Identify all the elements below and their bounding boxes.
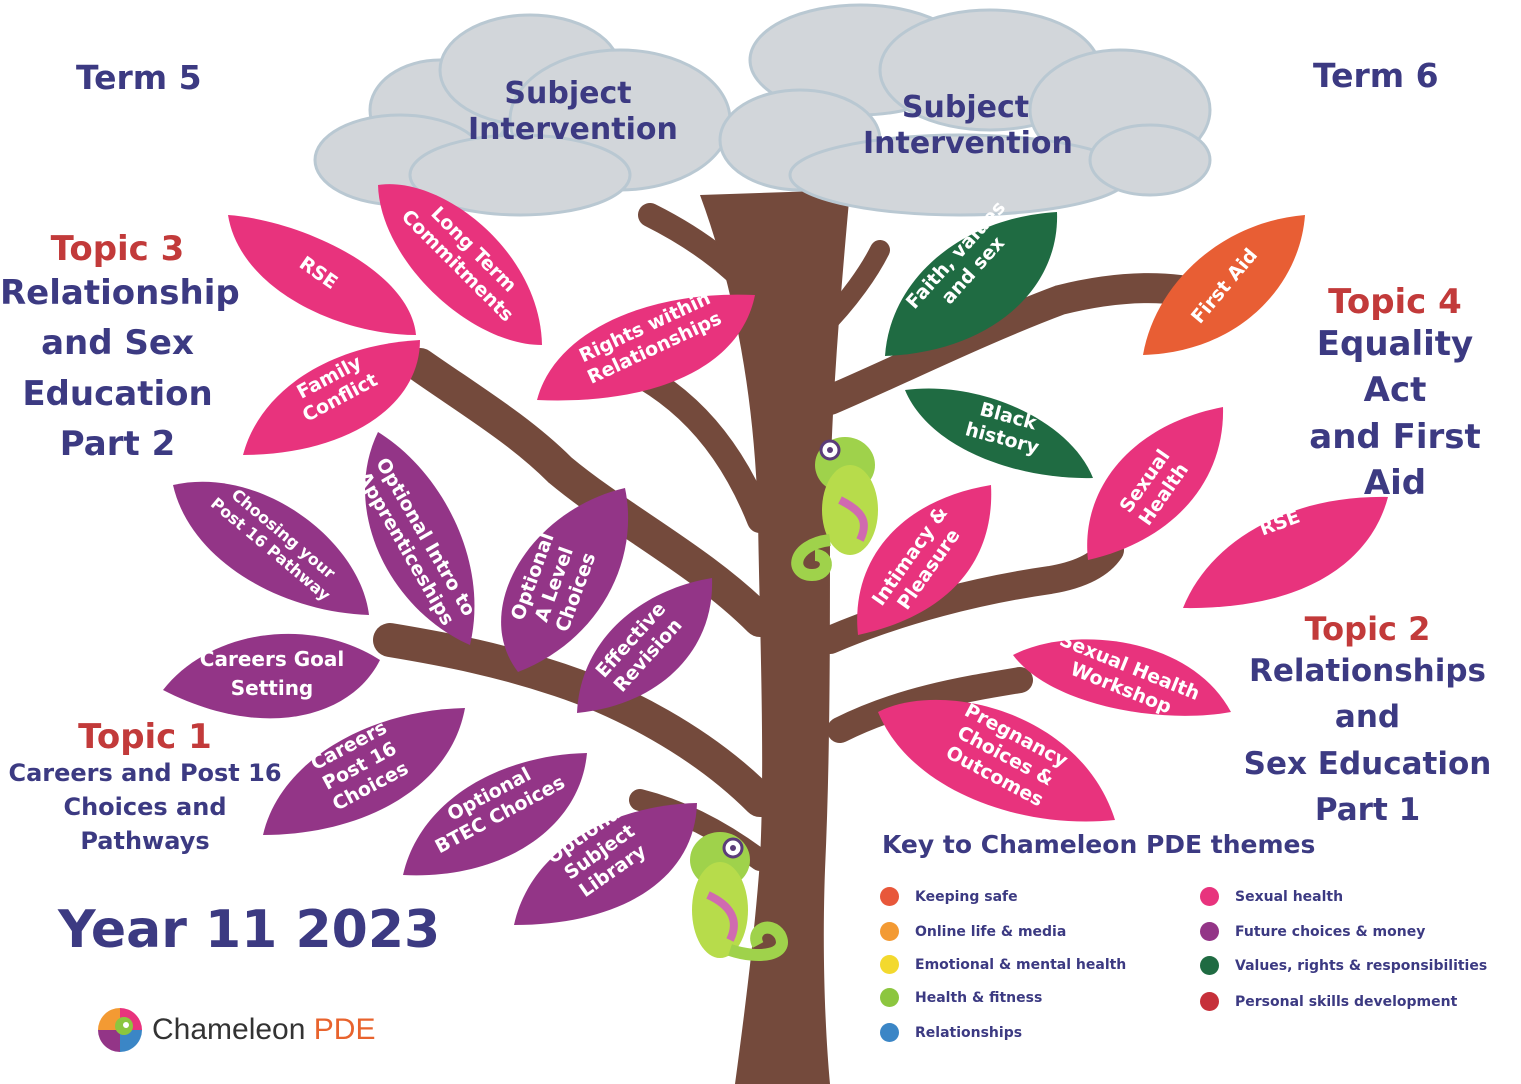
topic-4-number: Topic 4 xyxy=(1328,282,1462,322)
leaf-effective-revision xyxy=(577,578,713,713)
cloud-right-line2: Intervention xyxy=(863,126,1073,161)
term-5-heading: Term 5 xyxy=(76,58,202,97)
year-title: Year 11 2023 xyxy=(58,900,441,960)
leaf-faith-values-sex xyxy=(885,212,1058,356)
topic-2-line: Part 1 xyxy=(1314,792,1421,829)
emotional-health-swatch-icon xyxy=(880,955,899,974)
leaf-pregnancy-choices xyxy=(878,699,1115,822)
topic-3-label: Topic 3 Relationship and Sex Education P… xyxy=(0,229,240,469)
key-item: Health & fitness xyxy=(880,988,1042,1007)
chameleon-logo-icon xyxy=(98,1008,142,1052)
topic-1-line: Pathways xyxy=(80,827,210,856)
key-item-label: Relationships xyxy=(915,1024,1023,1041)
leaves xyxy=(163,184,1388,925)
key-item: Values, rights & responsibilities xyxy=(1200,956,1487,975)
sexual-health-swatch-icon xyxy=(1200,887,1219,906)
leaf-label: Careers Goal Setting xyxy=(199,647,345,700)
key-item: Future choices & money xyxy=(1200,922,1425,941)
leaf-choosing-post16 xyxy=(173,481,369,615)
tree-trunk xyxy=(700,190,850,1084)
topic-1-label: Topic 1 Careers and Post 16 Choices and … xyxy=(5,718,285,858)
leaf-rights-within-relationships xyxy=(537,294,755,401)
leaf-sexual-health xyxy=(1087,407,1224,560)
cloud-right-line1: Subject xyxy=(901,90,1030,125)
leaf-careers-post16 xyxy=(263,708,465,835)
leaf-first-aid xyxy=(1143,215,1305,355)
key-item: Keeping safe xyxy=(880,887,1018,906)
cloud-label-right: Subject Intervention xyxy=(863,90,1073,162)
values-rights-swatch-icon xyxy=(1200,956,1219,975)
leaf-optional-intro-apprenticeships xyxy=(365,432,475,645)
key-item-label: Online life & media xyxy=(915,923,1067,940)
key-item-label: Values, rights & responsibilities xyxy=(1235,957,1488,974)
key-item: Personal skills development xyxy=(1200,992,1457,1011)
topic-4-name: Equality Act and First Aid xyxy=(1280,321,1510,506)
keeping-safe-swatch-icon xyxy=(880,887,899,906)
topic-3-line: Relationship xyxy=(0,273,240,314)
logo-name: Chameleon xyxy=(152,1013,306,1046)
topic-1-number: Topic 1 xyxy=(78,717,212,757)
chameleon-lower xyxy=(690,832,788,961)
online-life-swatch-icon xyxy=(880,922,899,941)
topic-2-label: Topic 2 Relationships and Sex Education … xyxy=(1215,610,1520,834)
key-item-label: Personal skills development xyxy=(1235,993,1458,1010)
chameleon-upper xyxy=(791,437,878,582)
leaf-long-term-commitments xyxy=(378,184,542,345)
key-title: Key to Chameleon PDE themes xyxy=(882,830,1316,859)
leaf-optional-subject-library xyxy=(514,803,697,925)
leaf-optional-btec xyxy=(403,753,587,876)
leaf-careers-goal-setting xyxy=(163,633,380,719)
key-item-label: Emotional & mental health xyxy=(915,956,1127,973)
logo-accent: PDE xyxy=(313,1013,376,1046)
key-item: Relationships xyxy=(880,1023,1022,1042)
topic-2-name: Relationships and Sex Education Part 1 xyxy=(1215,648,1520,834)
cloud-left-line1: Subject xyxy=(504,76,632,111)
topic-2-line: Relationships and xyxy=(1248,652,1487,736)
topic-1-name: Careers and Post 16 Choices and Pathways xyxy=(5,756,285,858)
leaf-rse-left xyxy=(228,215,416,335)
leaf-black-history xyxy=(905,388,1093,479)
topic-3-line: Part 2 xyxy=(59,424,176,465)
topic-2-line: Sex Education xyxy=(1243,745,1492,782)
relationships-swatch-icon xyxy=(880,1023,899,1042)
topic-3-name: Relationship and Sex Education Part 2 xyxy=(0,268,240,469)
chameleon-pde-logo: Chameleon PDE xyxy=(94,1004,375,1056)
topic-3-number: Topic 3 xyxy=(50,229,185,269)
leaf-optional-a-level xyxy=(501,488,629,672)
term-6-heading: Term 6 xyxy=(1313,56,1439,95)
cloud-label-left: Subject Intervention xyxy=(468,76,678,148)
topic-4-label: Topic 4 Equality Act and First Aid xyxy=(1280,283,1510,506)
topic-1-line: Careers and Post 16 xyxy=(8,759,282,788)
leaf-sexual-health-workshop xyxy=(1013,639,1231,716)
logo-text: Chameleon PDE xyxy=(152,1013,375,1047)
key-item-label: Keeping safe xyxy=(915,888,1018,905)
key-item: Emotional & mental health xyxy=(880,955,1126,974)
health-fitness-swatch-icon xyxy=(880,988,899,1007)
topic-3-line: Education xyxy=(22,373,213,414)
personal-skills-swatch-icon xyxy=(1200,992,1219,1011)
key-item: Sexual health xyxy=(1200,887,1343,906)
key-item-label: Health & fitness xyxy=(915,989,1043,1006)
topic-1-line: Choices and xyxy=(63,793,227,822)
cloud-right xyxy=(718,3,1212,217)
future-choices-swatch-icon xyxy=(1200,922,1219,941)
key-item-label: Future choices & money xyxy=(1235,923,1426,940)
leaf-intimacy-pleasure xyxy=(857,485,992,635)
leaf-rse-right xyxy=(1183,496,1388,609)
topic-4-line: Equality Act xyxy=(1316,324,1474,411)
key-item: Online life & media xyxy=(880,922,1066,941)
topic-2-number: Topic 2 xyxy=(1304,610,1431,648)
cloud-left xyxy=(313,13,732,217)
topic-3-line: and Sex xyxy=(41,323,194,364)
leaf-family-conflict xyxy=(243,340,420,455)
key-item-label: Sexual health xyxy=(1235,888,1344,905)
cloud-left-line2: Intervention xyxy=(468,112,678,147)
topic-4-line: and First Aid xyxy=(1309,416,1481,503)
